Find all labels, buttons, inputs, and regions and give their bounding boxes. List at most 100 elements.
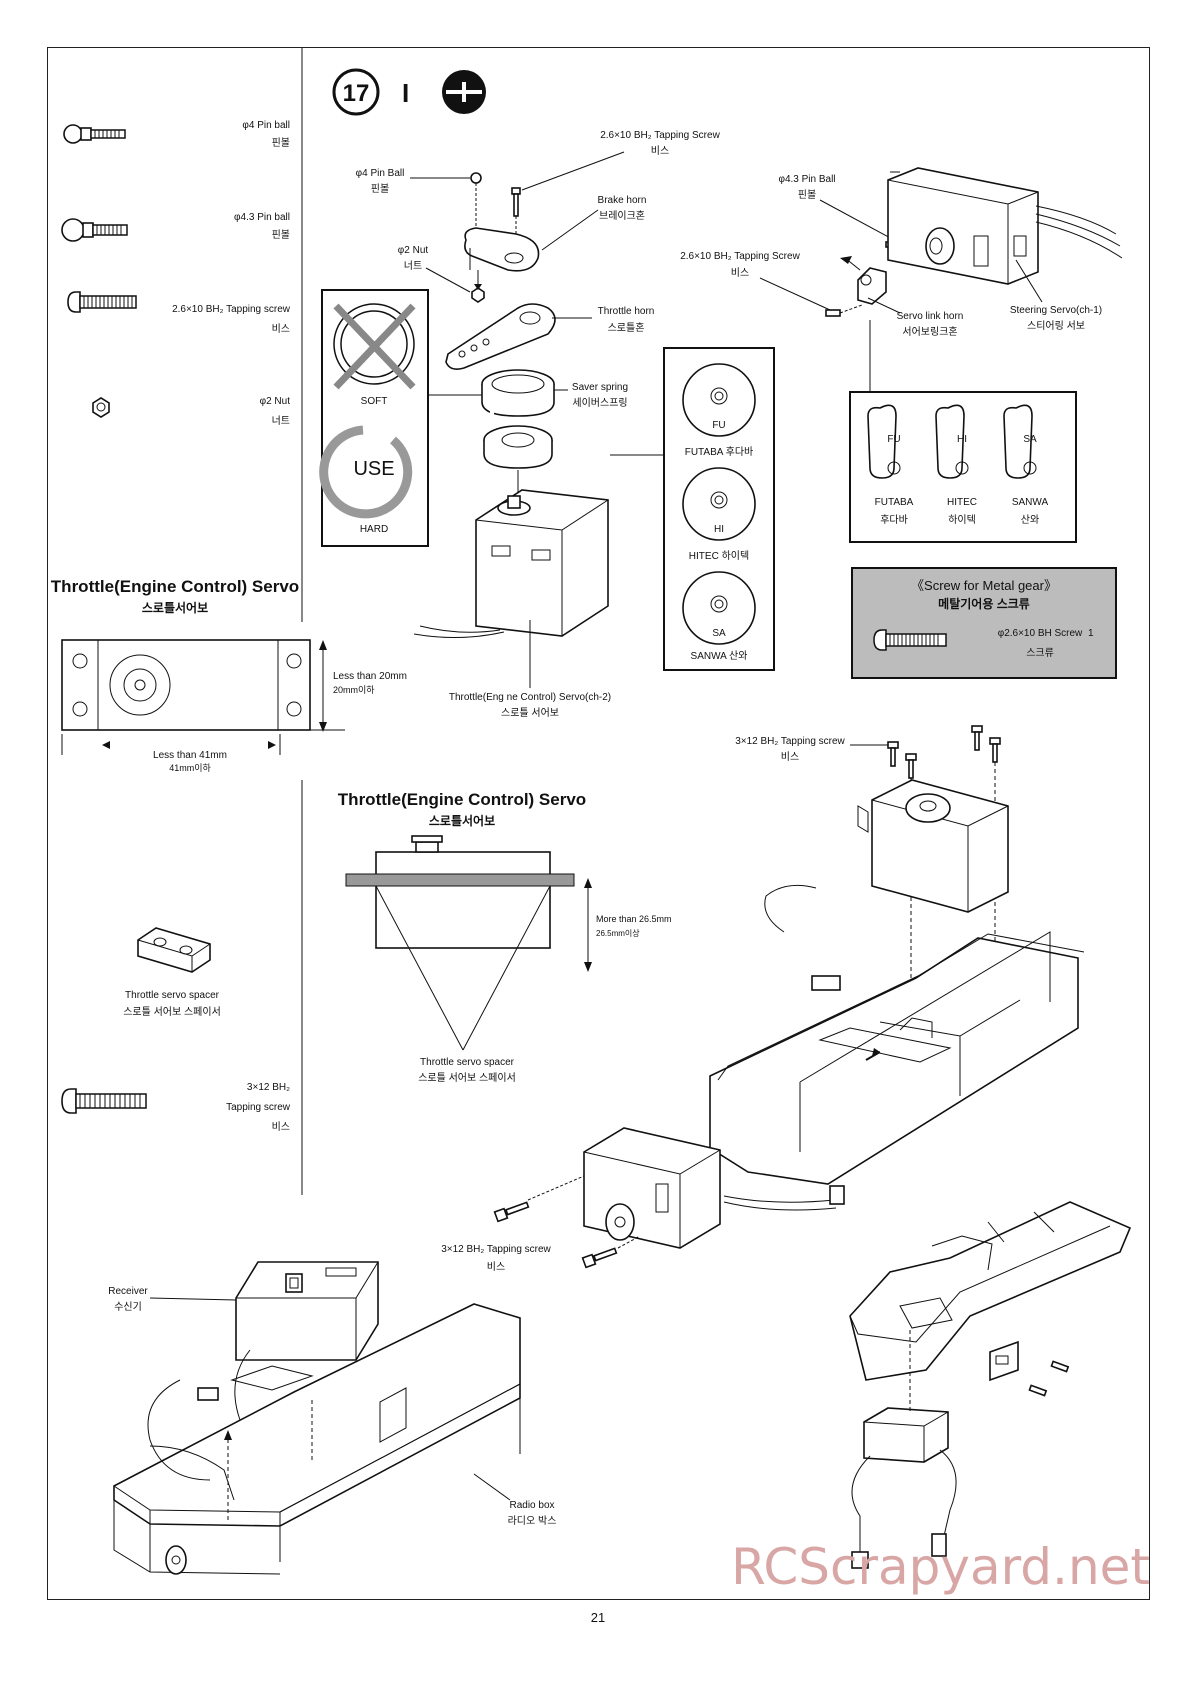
- sidebar-part-tapping-screw-26x10: 2.6×10 BH₂ Tapping screw 비스: [67, 291, 291, 335]
- label-horn-box-2-label: SANWA: [1012, 497, 1049, 508]
- step-number-circle: [332, 68, 380, 116]
- label-throttle-servo-center-title: Throttle(Engine Control) Servo: [338, 790, 586, 809]
- spline-sa-code: SA: [712, 628, 726, 639]
- label-callouts-screw-26: 2.6×10 BH₂ Tapping Screw: [600, 130, 720, 141]
- brake-horn-part: [464, 227, 540, 272]
- horn-fu: FU FUTABA 후다바: [867, 404, 914, 526]
- label-throttle-servo-center-title-kr: 스로틀서어보: [429, 813, 495, 828]
- throttle-servo-title: Throttle(Engine Control) Servo: [51, 577, 299, 596]
- label-horn-box-2-code: SA: [1023, 434, 1037, 445]
- radio-box-lower: [113, 1303, 521, 1575]
- throttle-servo-body: [413, 489, 609, 639]
- callout-texts-center: φ4 Pin Ball 핀볼 2.6×10 BH₂ Tapping Screw …: [356, 130, 721, 719]
- metal-gear-screw-box: 《Screw for Metal gear》 메탈기어용 스크류 φ2.6×10…: [851, 567, 1117, 679]
- part-label-kr: 비스: [272, 1121, 290, 1133]
- horn-hi: HI HITEC 하이텍: [935, 404, 977, 526]
- label-callouts-saver-spring-kr: 세이버스프링: [572, 397, 627, 409]
- radio-box-tray: [709, 931, 1085, 1185]
- tapping-screw-3x12-icon: [61, 1088, 147, 1114]
- dimension-height: Less than 20mm 20mm이하: [310, 640, 407, 732]
- label-throttle-servo-center-spacer-label: Throttle servo spacer: [420, 1057, 515, 1068]
- throttle-servo-spacer-icon: [137, 927, 211, 973]
- step-separator: I: [402, 78, 409, 108]
- height-note-kr: 20mm이하: [333, 685, 375, 695]
- width-note-kr: 41mm이하: [169, 763, 211, 773]
- servo-side-view: [345, 835, 575, 1051]
- label-callouts-servo-link-horn-kr: 서어보링크혼: [902, 325, 957, 338]
- step-number: 17: [343, 80, 370, 107]
- label-callouts-screw-26-b: 2.6×10 BH₂ Tapping Screw: [680, 251, 800, 262]
- steering-servo-mounted: [857, 779, 1009, 913]
- label-horn-box-0-code: FU: [887, 434, 900, 445]
- label-metal-gear-box-title: 《Screw for Metal gear》: [911, 578, 1057, 593]
- label-metal-gear-box-screw: φ2.6×10 BH Screw: [998, 628, 1083, 639]
- tapping-screw-26x10-icon: [67, 291, 137, 313]
- part-label: φ4 Pin ball: [242, 120, 290, 131]
- spline-sa: SA SANWA 산와: [682, 571, 756, 662]
- label-callouts-steering-servo: Steering Servo(ch-1): [1010, 305, 1102, 316]
- spline-hi-code: HI: [714, 524, 724, 535]
- label-callouts-steering-servo-kr: 스티어링 서보: [1027, 320, 1085, 332]
- label-horn-box-0-label-kr: 후다바: [880, 514, 908, 526]
- dimension-height-2: More than 26.5mm 26.5mm이상: [584, 878, 672, 972]
- label-metal-gear-box-title-kr: 메탈기어용 스크류: [938, 596, 1030, 611]
- screwdriver-icon: [442, 70, 486, 114]
- label-callouts-brake-horn-kr: 브레이크혼: [599, 209, 645, 222]
- spline-fu-label: FUTABA 후다바: [685, 446, 754, 458]
- label-callouts-saver-spring: Saver spring: [572, 382, 628, 393]
- pin-ball-43-icon: [61, 218, 128, 242]
- sidebar-part-pin-ball-4: φ4 Pin ball 핀볼: [63, 120, 290, 149]
- servo-link-horn-part: [840, 256, 887, 305]
- horn-selection-box: FU FUTABA 후다바 HI HITEC 하이텍 SA SANWA 산와: [849, 391, 1077, 543]
- lower-radio-box: Receiver 수신기 Radio b: [108, 1261, 556, 1575]
- label-callouts-pin-ball-4-kr: 핀볼: [371, 183, 389, 195]
- throttle-servo-title-kr: 스로틀서어보: [142, 600, 208, 615]
- switch-plate: [989, 1340, 1070, 1397]
- height-note: Less than 20mm: [333, 671, 407, 682]
- part-label-2: Tapping screw: [226, 1102, 291, 1113]
- soft-label: SOFT: [361, 396, 388, 407]
- label-callouts-servo-link-horn: Servo link horn: [897, 311, 964, 322]
- watermark: RCScrapyard.net: [731, 1538, 1150, 1596]
- spline-fu-code: FU: [712, 420, 725, 431]
- steering-servo-body: [887, 167, 1123, 285]
- chassis-cover-assembly: [849, 1201, 1132, 1569]
- saver-spring-part: [481, 369, 555, 417]
- screw-steering: [825, 304, 863, 317]
- nut-2-part: [471, 270, 485, 303]
- label-callouts-screw-26-kr: 비스: [651, 145, 669, 157]
- throttle-servo-height-spec: Throttle(Engine Control) Servo 스로틀서어보 Mo…: [338, 790, 672, 1084]
- part-label: φ2 Nut: [260, 396, 291, 407]
- label-callouts-pin-ball-4: φ4 Pin Ball: [356, 168, 405, 179]
- sidebar-part-pin-ball-43: φ4.3 Pin ball 핀볼: [61, 212, 290, 242]
- label-callouts-screw-3x12-mid-kr: 비스: [487, 1261, 505, 1273]
- dimension-width: Less than 41mm 41mm이하: [61, 734, 281, 773]
- hard-spring-icon: [319, 425, 413, 519]
- servo-saver-part: [483, 425, 553, 502]
- label-callouts-throttle-servo-ch2: Throttle(Eng ne Control) Servo(ch-2): [449, 692, 611, 703]
- width-note: Less than 41mm: [153, 750, 227, 761]
- label-callouts-radio-box: Radio box: [509, 1500, 554, 1511]
- label-throttle-servo-center-height-note: More than 26.5mm: [596, 914, 672, 924]
- pin-ball-4-part: [470, 172, 482, 233]
- label-callouts-receiver-kr: 수신기: [114, 1301, 142, 1313]
- label-metal-gear-box-qty: 1: [1088, 628, 1094, 639]
- label-callouts-receiver: Receiver: [108, 1286, 148, 1297]
- part-label-kr: 핀볼: [272, 137, 290, 149]
- label-callouts-throttle-horn: Throttle horn: [598, 306, 655, 317]
- label-throttle-servo-center-height-note-kr: 26.5mm이상: [596, 928, 640, 938]
- switch-unit: [851, 1330, 957, 1569]
- part-label: 3×12 BH₂: [247, 1082, 290, 1093]
- throttle-servo-mounted: [583, 1127, 845, 1249]
- radio-box-assembly: 3×12 BH₂ Tapping screw 비스: [441, 725, 1085, 1273]
- throttle-servo-exploded: [413, 172, 609, 665]
- receiver-connector: [764, 884, 841, 991]
- sidebar-part-tapping-screw-3x12: 3×12 BH₂ Tapping screw 비스: [61, 1082, 291, 1133]
- steering-servo-assembly: φ4.3 Pin Ball 핀볼 2.6×10 BH₂ Tapping Scre…: [680, 167, 1123, 392]
- horn-sa: SA SANWA 산와: [1003, 404, 1049, 526]
- spline-hi-label: HITEC 하이텍: [689, 549, 749, 562]
- servo-top-view: [61, 639, 311, 731]
- part-label: 2.6×10 BH₂ Tapping screw: [172, 304, 291, 315]
- mid-screws: [493, 1175, 641, 1269]
